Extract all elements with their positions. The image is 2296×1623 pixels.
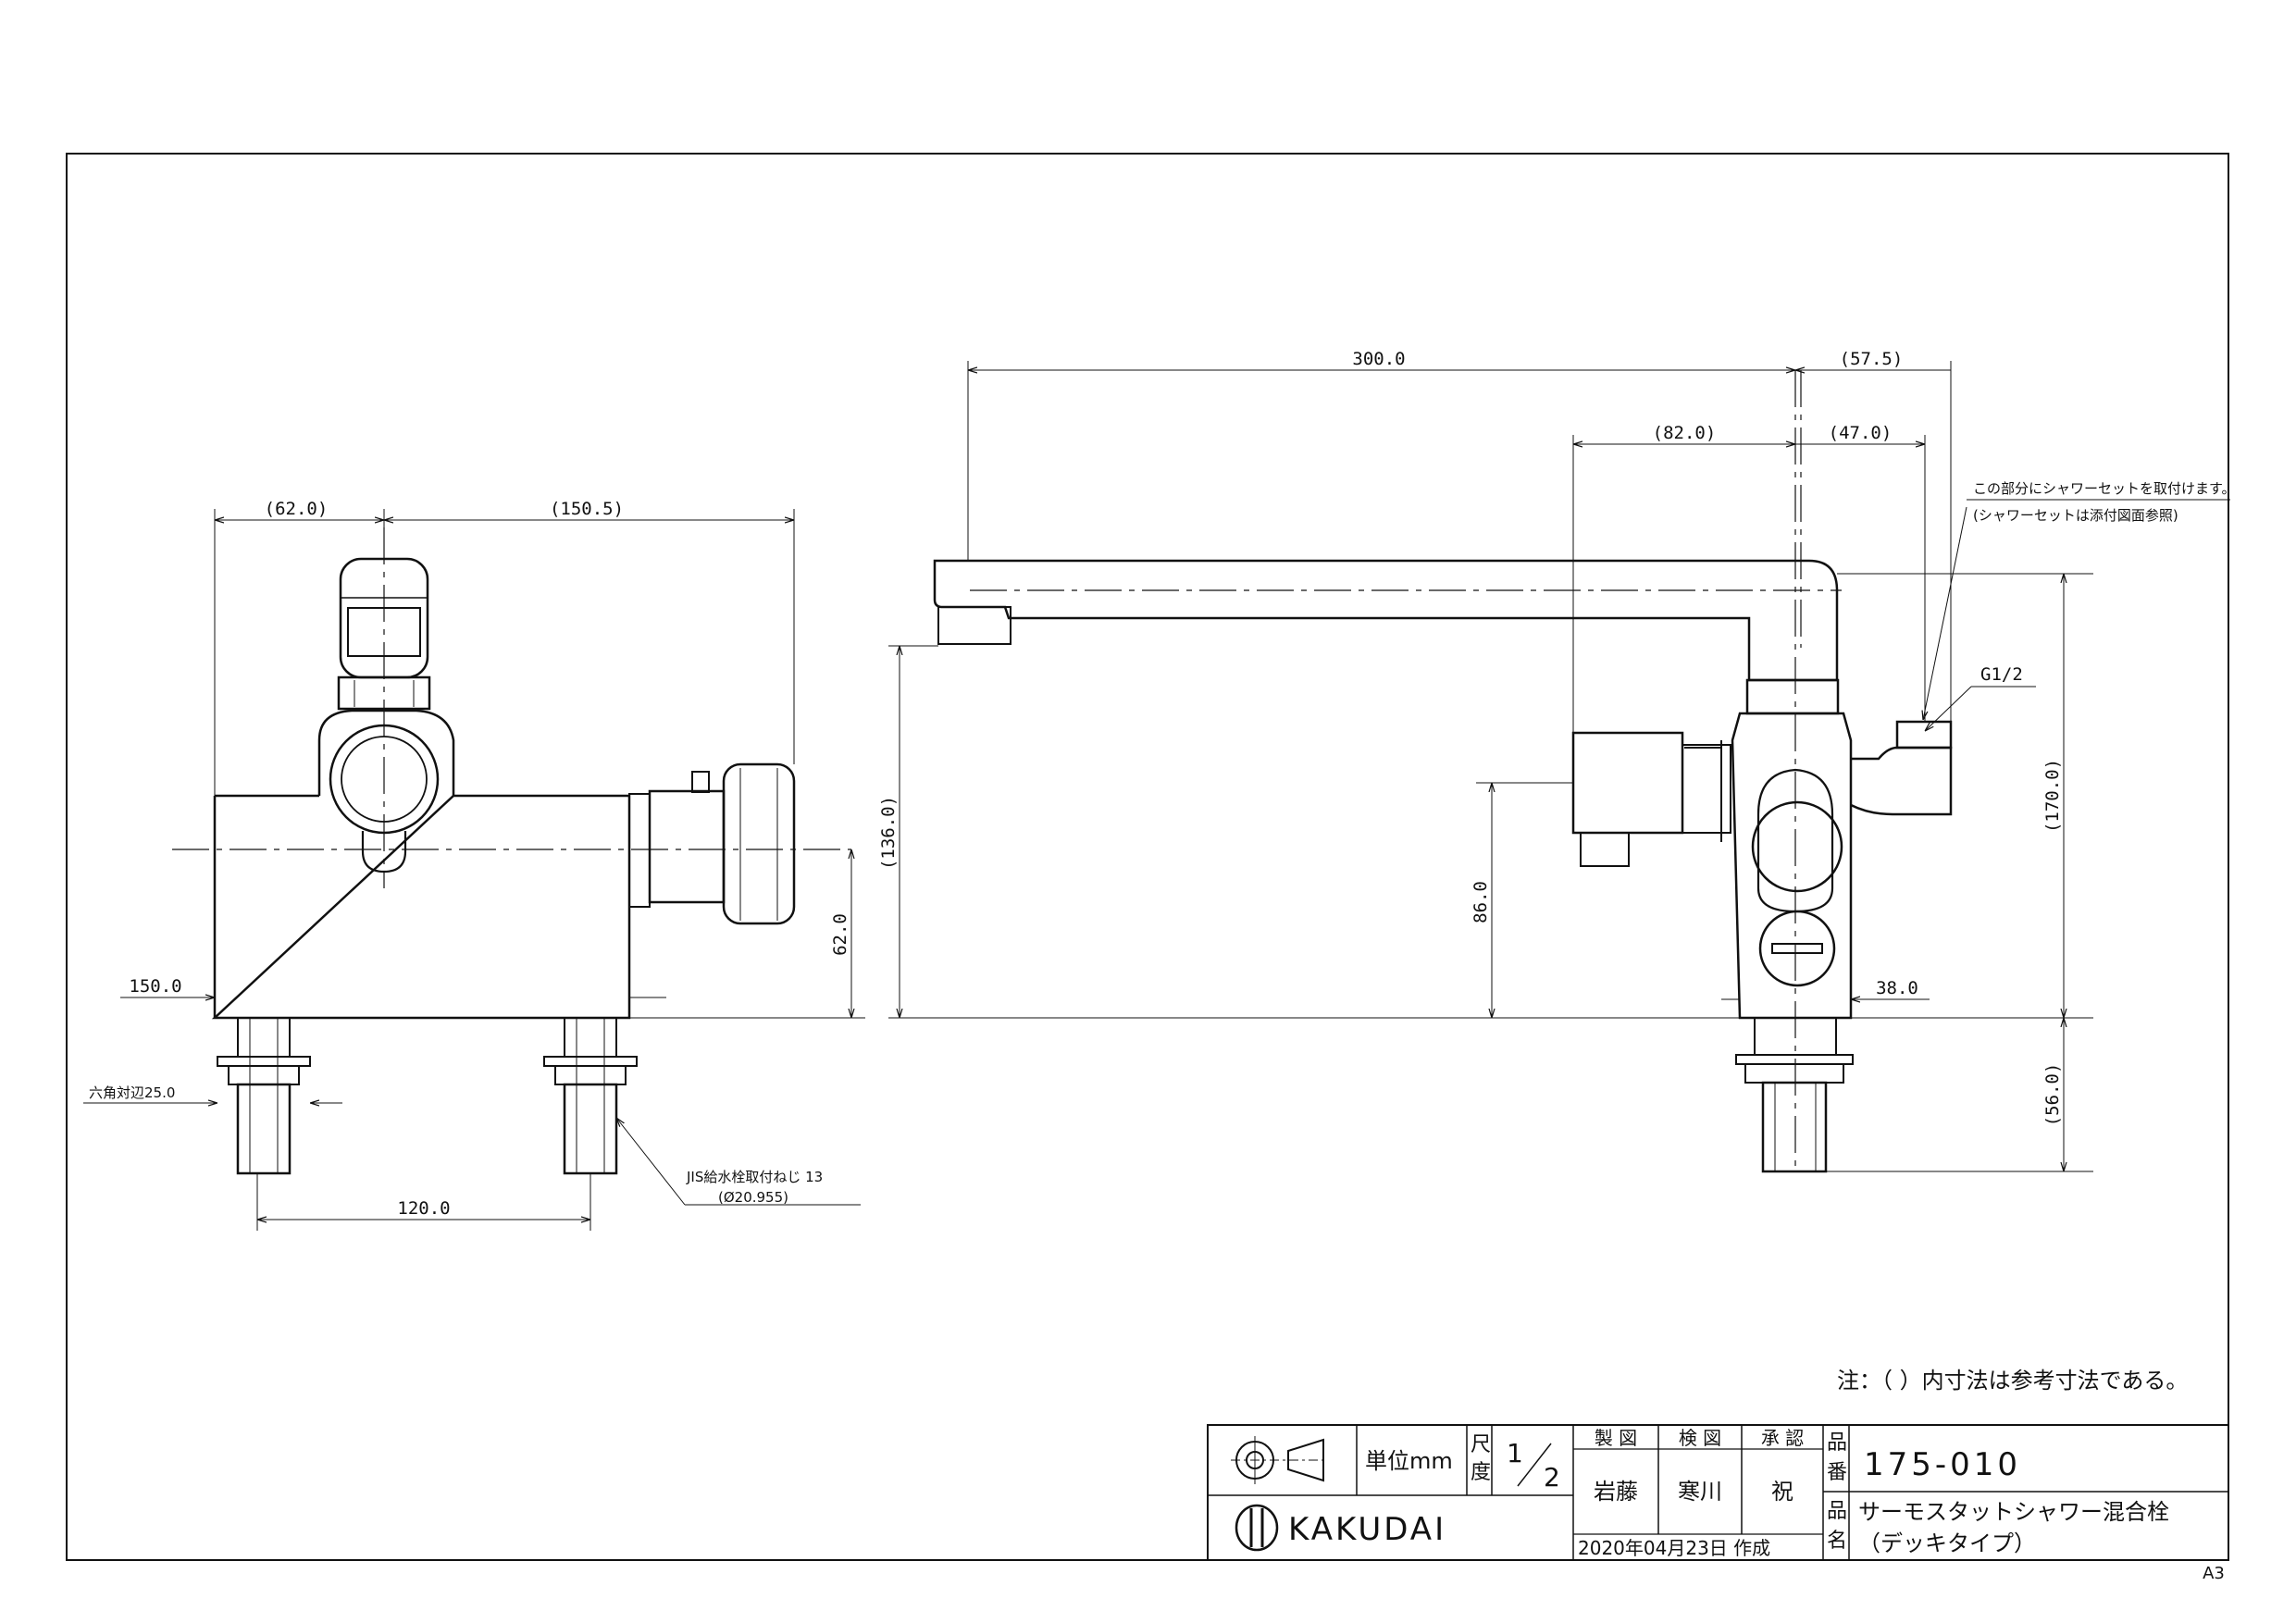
- tb-name-label-1: 品: [1827, 1500, 1847, 1523]
- sheet-size: A3: [2203, 1564, 2225, 1583]
- note-reference-dimensions: 注：（ ）内寸法は参考寸法である。: [1837, 1368, 2188, 1394]
- tb-approved-by: 祝: [1771, 1479, 1793, 1505]
- note-shower-attach-1: この部分にシャワーセットを取付けます。: [1973, 480, 2236, 497]
- tb-scale-denominator: 2: [1544, 1462, 1560, 1493]
- note-jis-diameter: (Ø20.955): [718, 1189, 788, 1206]
- dim-front-right-width: (150.5): [550, 499, 624, 519]
- dim-body-depth: 38.0: [1876, 978, 1918, 998]
- tb-scale-label-2: 度: [1471, 1461, 1491, 1484]
- tb-scale-label-1: 尺: [1471, 1433, 1491, 1456]
- dim-side-offset-57: (57.5): [1840, 349, 1904, 369]
- tb-part-no-label-1: 品: [1827, 1431, 1847, 1455]
- dim-front-height: 62.0: [830, 913, 850, 956]
- tb-checked-label: 検 図: [1679, 1427, 1721, 1449]
- dim-spout-height: (136.0): [878, 796, 899, 870]
- projection-symbol-icon: [1231, 1436, 1324, 1484]
- dim-side-offset-82: (82.0): [1653, 423, 1717, 443]
- dim-spout-reach: 300.0: [1352, 349, 1405, 369]
- dim-thread: G1/2: [1980, 664, 2023, 685]
- dim-hex-flats: 六角対辺25.0: [89, 1084, 175, 1101]
- dim-pitch: 120.0: [397, 1198, 450, 1219]
- dim-outlet-height: 86.0: [1471, 881, 1491, 923]
- tb-product-name-2: （デッキタイプ）: [1858, 1530, 2036, 1556]
- right-leg: [543, 1017, 638, 1175]
- dim-front-base-width: 150.0: [129, 976, 181, 997]
- tb-unit: 単位mm: [1365, 1448, 1453, 1474]
- tb-part-no: 175-010: [1864, 1446, 2021, 1483]
- tb-drawn-label: 製 図: [1595, 1427, 1637, 1449]
- tb-scale-numerator: 1: [1507, 1438, 1523, 1468]
- dim-total-height: (170.0): [2042, 759, 2063, 833]
- tb-checked-by: 寒川: [1678, 1479, 1722, 1505]
- title-block: [1207, 1424, 2229, 1561]
- drawing-frame: [66, 153, 2229, 1561]
- tb-product-name-1: サーモスタットシャワー混合栓: [1858, 1499, 2169, 1525]
- tb-part-no-label-2: 番: [1827, 1461, 1847, 1484]
- note-jis-thread: JIS給水栓取付ねじ 13: [686, 1169, 823, 1185]
- dim-front-left-width: (62.0): [265, 499, 329, 519]
- tb-drawn-by: 岩藤: [1594, 1479, 1638, 1505]
- note-shower-attach-2: (シャワーセットは添付図面参照): [1973, 507, 2178, 524]
- dim-side-offset-47: (47.0): [1829, 423, 1893, 443]
- tb-name-label-2: 名: [1827, 1530, 1847, 1553]
- dim-shank-length: (56.0): [2042, 1063, 2063, 1127]
- tb-approved-label: 承 認: [1761, 1427, 1804, 1449]
- front-view: [83, 509, 865, 1231]
- left-leg: [217, 1017, 311, 1175]
- tb-date: 2020年04月23日 作成: [1578, 1537, 1770, 1559]
- side-view: [888, 361, 2230, 1173]
- tb-brand: KAKUDAI: [1288, 1511, 1446, 1548]
- kakudai-logo-icon: [1235, 1504, 1279, 1552]
